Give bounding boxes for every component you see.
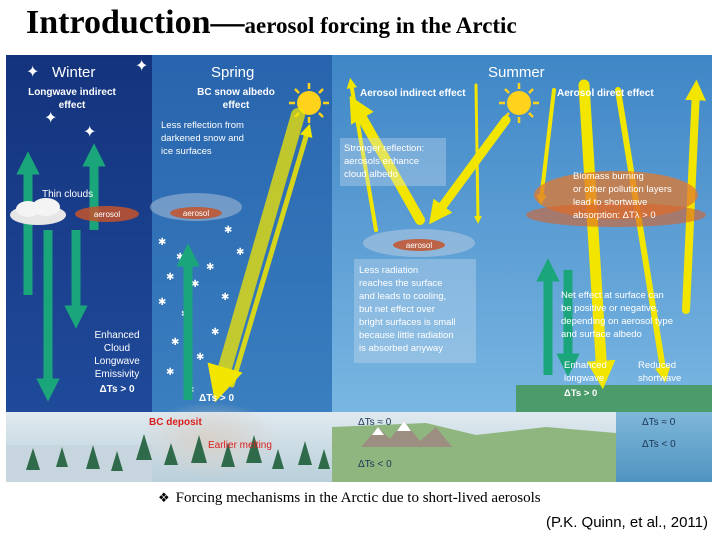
spring-heading-line2: effect xyxy=(223,100,250,111)
spring-cloud-aerosol: aerosol xyxy=(150,193,242,221)
slide-title-rest: aerosol forcing in the Arctic xyxy=(245,13,517,38)
svg-text:✦: ✦ xyxy=(44,108,57,127)
less-radiation-line: reaches the surface xyxy=(359,278,442,289)
biomass-line: lead to shortwave xyxy=(573,197,647,208)
winter-emissivity-line: Enhanced xyxy=(94,330,139,341)
svg-text:✱: ✱ xyxy=(224,225,232,236)
svg-text:✱: ✱ xyxy=(211,327,219,338)
enhanced-longwave-line: Enhanced xyxy=(564,360,607,371)
slide-title-main: Introduction— xyxy=(26,4,245,41)
winter-emissivity-line: Cloud xyxy=(104,343,130,354)
winter-aerosol-layer: aerosol xyxy=(75,206,139,222)
less-radiation-line: but net effect over xyxy=(359,304,435,315)
spring-less-reflection-line: darkened snow and xyxy=(161,133,244,144)
svg-text:✱: ✱ xyxy=(221,292,229,303)
enhanced-longwave-delta: ΔTs > 0 xyxy=(564,388,597,399)
winter-heading-line2: effect xyxy=(59,100,86,111)
delta-near-zero-right: ΔTs ≈ 0 xyxy=(642,417,676,428)
biomass-line: Biomass burning xyxy=(573,171,644,182)
earlier-melting-label: Earlier melting xyxy=(208,440,272,451)
season-winter: Winter xyxy=(52,64,95,81)
delta-below-zero-left: ΔTs < 0 xyxy=(358,459,392,470)
winter-ground-dark xyxy=(6,445,152,482)
less-radiation-line: bright surfaces is small xyxy=(359,317,456,328)
summer-direct-heading: Aerosol direct effect xyxy=(557,88,654,99)
winter-aerosol-label: aerosol xyxy=(94,210,120,219)
stronger-reflection-line: Stronger reflection: xyxy=(344,143,424,154)
svg-text:✦: ✦ xyxy=(135,56,148,75)
svg-text:✱: ✱ xyxy=(196,352,204,363)
net-effect-line: and surface albedo xyxy=(561,329,642,340)
svg-text:✱: ✱ xyxy=(158,237,166,248)
winter-emissivity-line: Emissivity xyxy=(95,369,139,380)
summer-indirect-heading: Aerosol indirect effect xyxy=(360,88,466,99)
season-summer: Summer xyxy=(488,64,545,81)
svg-text:✱: ✱ xyxy=(166,272,174,283)
season-spring: Spring xyxy=(211,64,254,81)
caption-text: Forcing mechanisms in the Arctic due to … xyxy=(176,490,541,506)
delta-near-zero-left: ΔTs ≈ 0 xyxy=(358,417,392,428)
biomass-line: or other pollution layers xyxy=(573,184,672,195)
svg-text:✱: ✱ xyxy=(171,337,179,348)
spring-heading-line1: BC snow albedo xyxy=(197,87,275,98)
reduced-shortwave-line: shortwave xyxy=(638,373,681,384)
spring-delta: ΔTs > 0 xyxy=(199,393,235,404)
svg-text:✦: ✦ xyxy=(83,122,96,141)
net-effect-line: depending on aerosol type xyxy=(561,316,673,327)
summer-land-strip xyxy=(516,385,712,415)
citation: (P.K. Quinn, et al., 2011) xyxy=(546,514,708,531)
less-radiation-line: because little radiation xyxy=(359,330,454,341)
enhanced-longwave-line: longwave xyxy=(564,373,604,384)
thin-clouds-label: Thin clouds xyxy=(42,189,93,200)
winter-emissivity-line: Longwave xyxy=(94,356,140,367)
less-radiation-line: is absorbed anyway xyxy=(359,343,443,354)
summer-transmit-beam xyxy=(476,85,478,220)
spring-less-reflection-line: Less reflection from xyxy=(161,120,244,131)
summer-cloud-aerosol: aerosol xyxy=(363,229,475,257)
svg-text:✱: ✱ xyxy=(236,247,244,258)
net-effect-line: Net effect at surface can xyxy=(561,290,664,301)
reduced-shortwave-line: Reduced xyxy=(638,360,676,371)
delta-below-zero-right: ΔTs < 0 xyxy=(642,439,676,450)
winter-heading-line1: Longwave indirect xyxy=(28,87,116,98)
less-radiation-line: Less radiation xyxy=(359,265,418,276)
slide-title: Introduction—aerosol forcing in the Arct… xyxy=(26,4,517,50)
net-effect-line: be positive or negative, xyxy=(561,303,659,314)
figure-caption: ❖ Forcing mechanisms in the Arctic due to… xyxy=(158,490,541,507)
bc-deposit-label: BC deposit xyxy=(149,417,202,428)
svg-text:✱: ✱ xyxy=(176,252,184,263)
svg-text:✱: ✱ xyxy=(206,262,214,273)
spring-less-reflection-line: ice surfaces xyxy=(161,146,212,157)
summer-aerosol-label: aerosol xyxy=(406,241,432,250)
diamond-bullet-icon: ❖ xyxy=(158,490,170,505)
biomass-line: absorption: ΔTλ > 0 xyxy=(573,210,656,221)
svg-text:✱: ✱ xyxy=(166,367,174,378)
stronger-reflection-line: aerosols enhance xyxy=(344,156,419,167)
less-radiation-line: and leads to cooling, xyxy=(359,291,446,302)
stronger-reflection-line: cloud albedo xyxy=(344,169,398,180)
svg-text:✱: ✱ xyxy=(158,297,166,308)
winter-emissivity-delta: ΔTs > 0 xyxy=(99,384,135,395)
svg-text:✦: ✦ xyxy=(26,62,39,81)
arctic-forcing-diagram: ✦✦✦✦ ✱✱✱✱ ✱✱✱✱ ✱✱✱✱ ✱✱✱ aeros xyxy=(6,55,712,482)
spring-aerosol-label: aerosol xyxy=(183,209,209,218)
